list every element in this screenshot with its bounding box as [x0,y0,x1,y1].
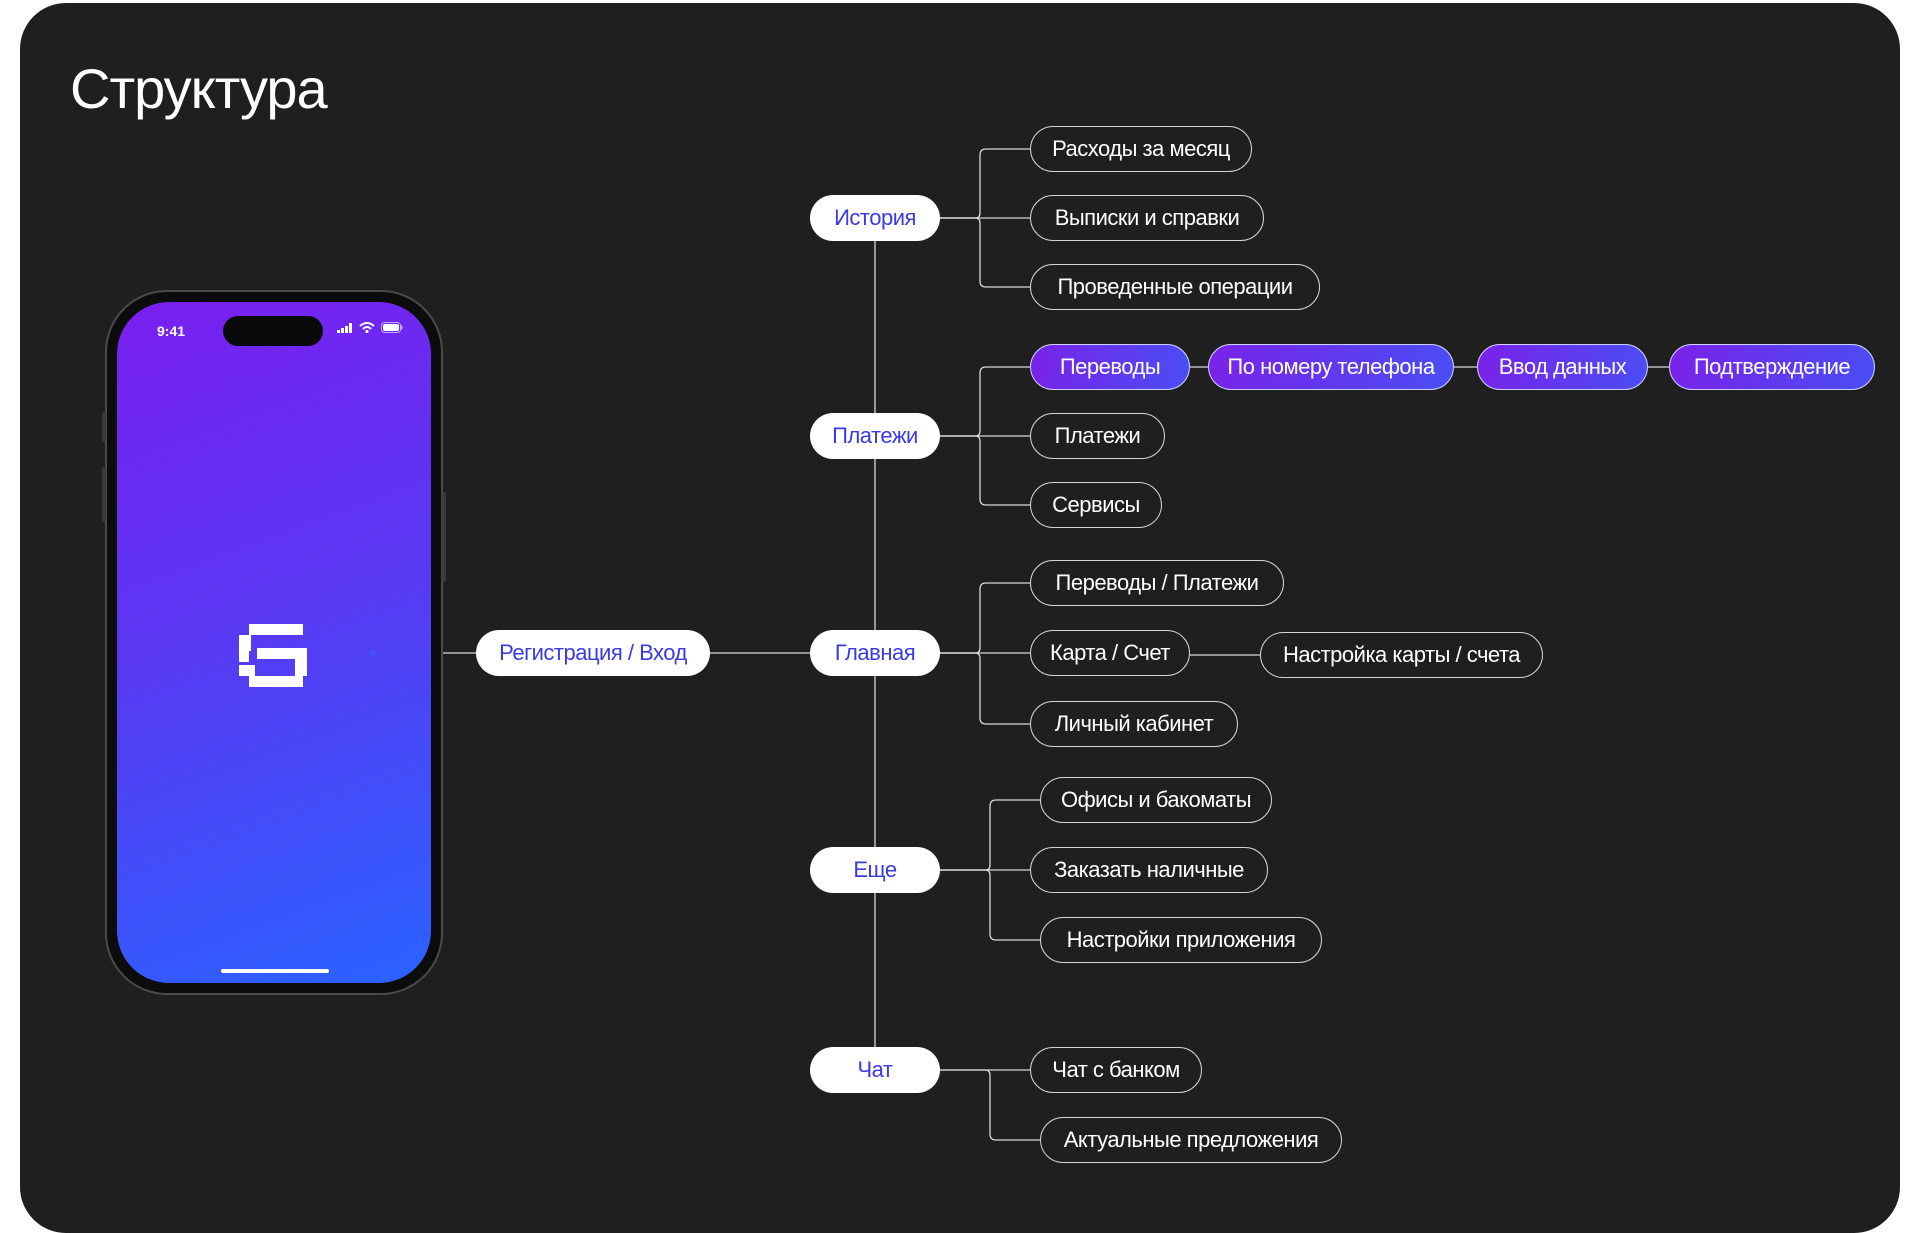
node-transfers-payments[interactable]: Переводы / Платежи [1030,560,1284,606]
node-services[interactable]: Сервисы [1030,482,1162,528]
connector-chat-offers [940,1069,1040,1141]
dynamic-island [223,316,323,346]
home-indicator [221,969,329,973]
node-expenses[interactable]: Расходы за месяц [1030,126,1252,172]
node-more[interactable]: Еще [810,847,940,893]
node-app-settings[interactable]: Настройки приложения [1040,917,1322,963]
connector-main-cabinet [940,652,1030,725]
wifi-icon [359,322,375,333]
node-chat[interactable]: Чат [810,1047,940,1093]
structure-board: Структура [20,3,1900,1233]
phone-mockup: 9:41 [102,290,446,995]
connector-payments-services [940,435,1030,506]
node-data-input[interactable]: Ввод данных [1477,344,1648,390]
app-logo-icon [239,624,307,687]
connector-main-transfers [940,582,1030,654]
node-payments-sub[interactable]: Платежи [1030,413,1165,459]
connector-more-offices [940,799,1040,871]
connector-start-dot [369,649,377,657]
page-title: Структура [70,57,328,120]
node-order-cash[interactable]: Заказать наличные [1030,847,1268,893]
connector-history-operations [940,217,1030,288]
node-card-account[interactable]: Карта / Счет [1030,630,1190,676]
node-offices[interactable]: Офисы и бакоматы [1040,777,1272,823]
phone-side-button [442,492,446,582]
node-cabinet[interactable]: Личный кабинет [1030,701,1238,747]
phone-side-button [102,467,106,522]
node-main[interactable]: Главная [810,630,940,676]
node-register[interactable]: Регистрация / Вход [476,630,710,676]
node-payments[interactable]: Платежи [810,413,940,459]
connector-payments-transfers [940,366,1030,437]
node-transfers[interactable]: Переводы [1030,344,1190,390]
connector-history-expenses [940,148,1030,219]
battery-icon [381,322,403,333]
phone-screen: 9:41 [117,302,431,983]
status-time: 9:41 [157,323,186,339]
phone-side-button [102,412,106,442]
node-card-settings[interactable]: Настройка карты / счета [1260,632,1543,678]
node-statements[interactable]: Выписки и справки [1030,195,1264,241]
status-icons [337,322,403,333]
node-by-phone[interactable]: По номеру телефона [1208,344,1454,390]
node-operations[interactable]: Проведенные операции [1030,264,1320,310]
signal-icon [337,322,352,333]
node-confirm[interactable]: Подтверждение [1669,344,1875,390]
node-bank-chat[interactable]: Чат с банком [1030,1047,1202,1093]
connector-more-settings [940,869,1040,941]
node-offers[interactable]: Актуальные предложения [1040,1117,1342,1163]
node-history[interactable]: История [810,195,940,241]
